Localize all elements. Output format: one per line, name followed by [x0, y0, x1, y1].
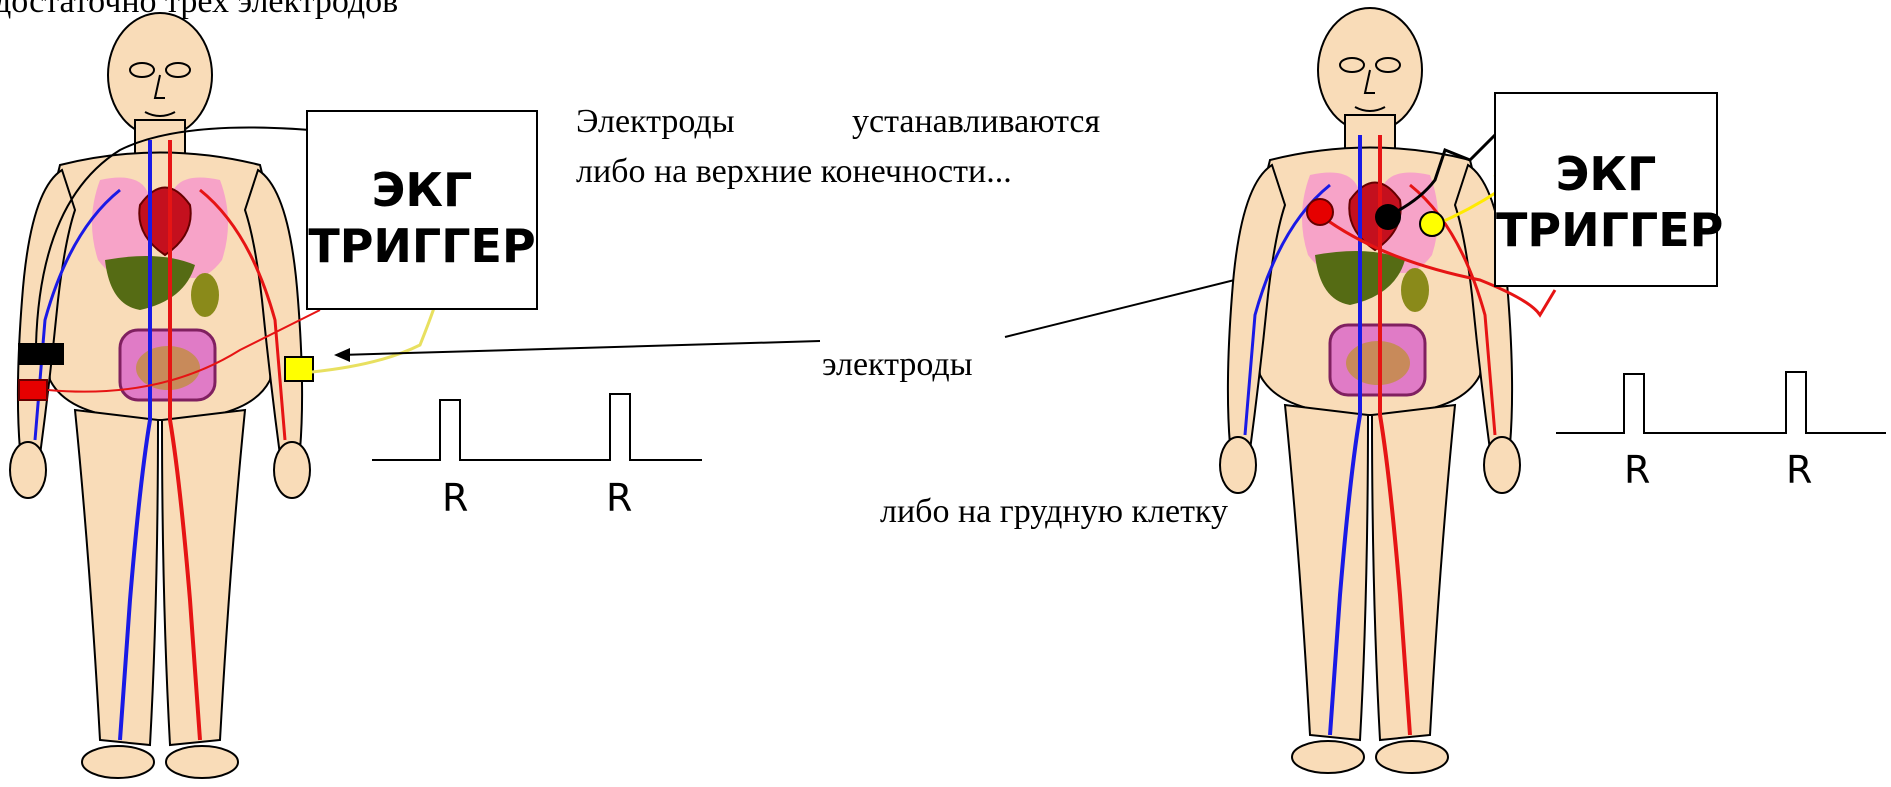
electrode-red-right	[1307, 199, 1333, 225]
electrode-black-right	[1375, 204, 1401, 230]
trigger-box-right-line2: ТРИГГЕР	[1496, 202, 1716, 258]
r-label-right-1: R	[1624, 450, 1650, 490]
electrode-yellow-right	[1420, 212, 1444, 236]
ecg-trigger-box-right: ЭКГ ТРИГГЕР	[1494, 92, 1718, 287]
r-label-right-2: R	[1786, 450, 1812, 490]
note-limbs-line2: либо на верхние конечности...	[576, 152, 1012, 192]
note-limbs-word2: устанавливаются	[852, 102, 1100, 142]
note-chest: либо на грудную клетку	[880, 492, 1228, 532]
note-electrodes: электроды	[822, 345, 973, 385]
r-wave-trace-right	[1556, 368, 1891, 438]
trigger-box-right-line1: ЭКГ	[1496, 146, 1716, 202]
note-limbs-word1: Электроды	[576, 102, 735, 142]
caption-three-electrodes: достаточно трех электродов	[0, 0, 398, 22]
